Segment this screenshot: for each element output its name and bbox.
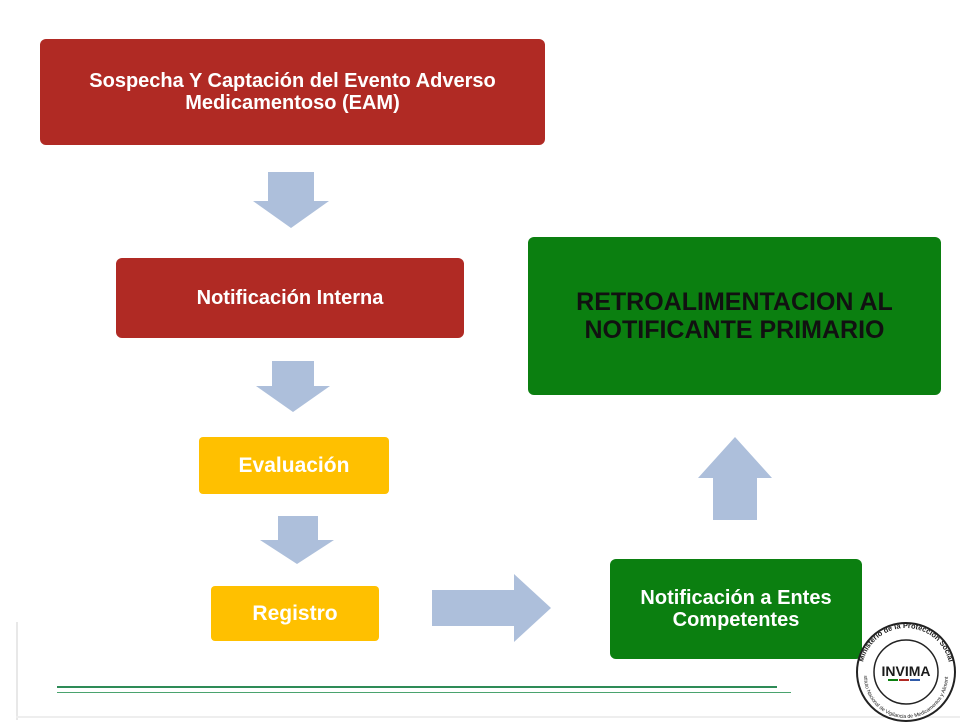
step-sospecha-label: Sospecha Y Captación del Evento Adverso …: [89, 69, 496, 114]
footer-green-line: [57, 686, 777, 688]
frame-bottom-border: [16, 716, 960, 718]
arrow-down-1: [253, 172, 329, 228]
invima-logo: Ministerio de la Protección Social Insti…: [848, 610, 956, 722]
logo-name: INVIMA: [882, 663, 931, 679]
step-notificacion-entes: Notificación a Entes Competentes: [610, 559, 862, 659]
step-registro-label: Registro: [252, 601, 338, 625]
arrow-down-3: [260, 516, 334, 564]
step-retroalimentacion: RETROALIMENTACION AL NOTIFICANTE PRIMARI…: [528, 237, 941, 395]
arrow-up: [698, 437, 772, 520]
step-notificacion-interna: Notificación Interna: [116, 258, 464, 338]
step-notificacion-entes-label: Notificación a Entes Competentes: [640, 586, 832, 631]
frame-left-border: [16, 622, 18, 720]
step-sospecha-captacion: Sospecha Y Captación del Evento Adverso …: [40, 39, 545, 145]
step-evaluacion-label: Evaluación: [238, 453, 350, 477]
step-registro: Registro: [211, 586, 379, 641]
arrow-down-2: [256, 361, 330, 412]
step-retroalimentacion-label: RETROALIMENTACION AL NOTIFICANTE PRIMARI…: [576, 288, 893, 344]
footer-green-line-2: [57, 692, 791, 693]
arrow-right: [432, 574, 551, 642]
step-evaluacion: Evaluación: [199, 437, 389, 494]
step-notificacion-interna-label: Notificación Interna: [196, 286, 384, 309]
